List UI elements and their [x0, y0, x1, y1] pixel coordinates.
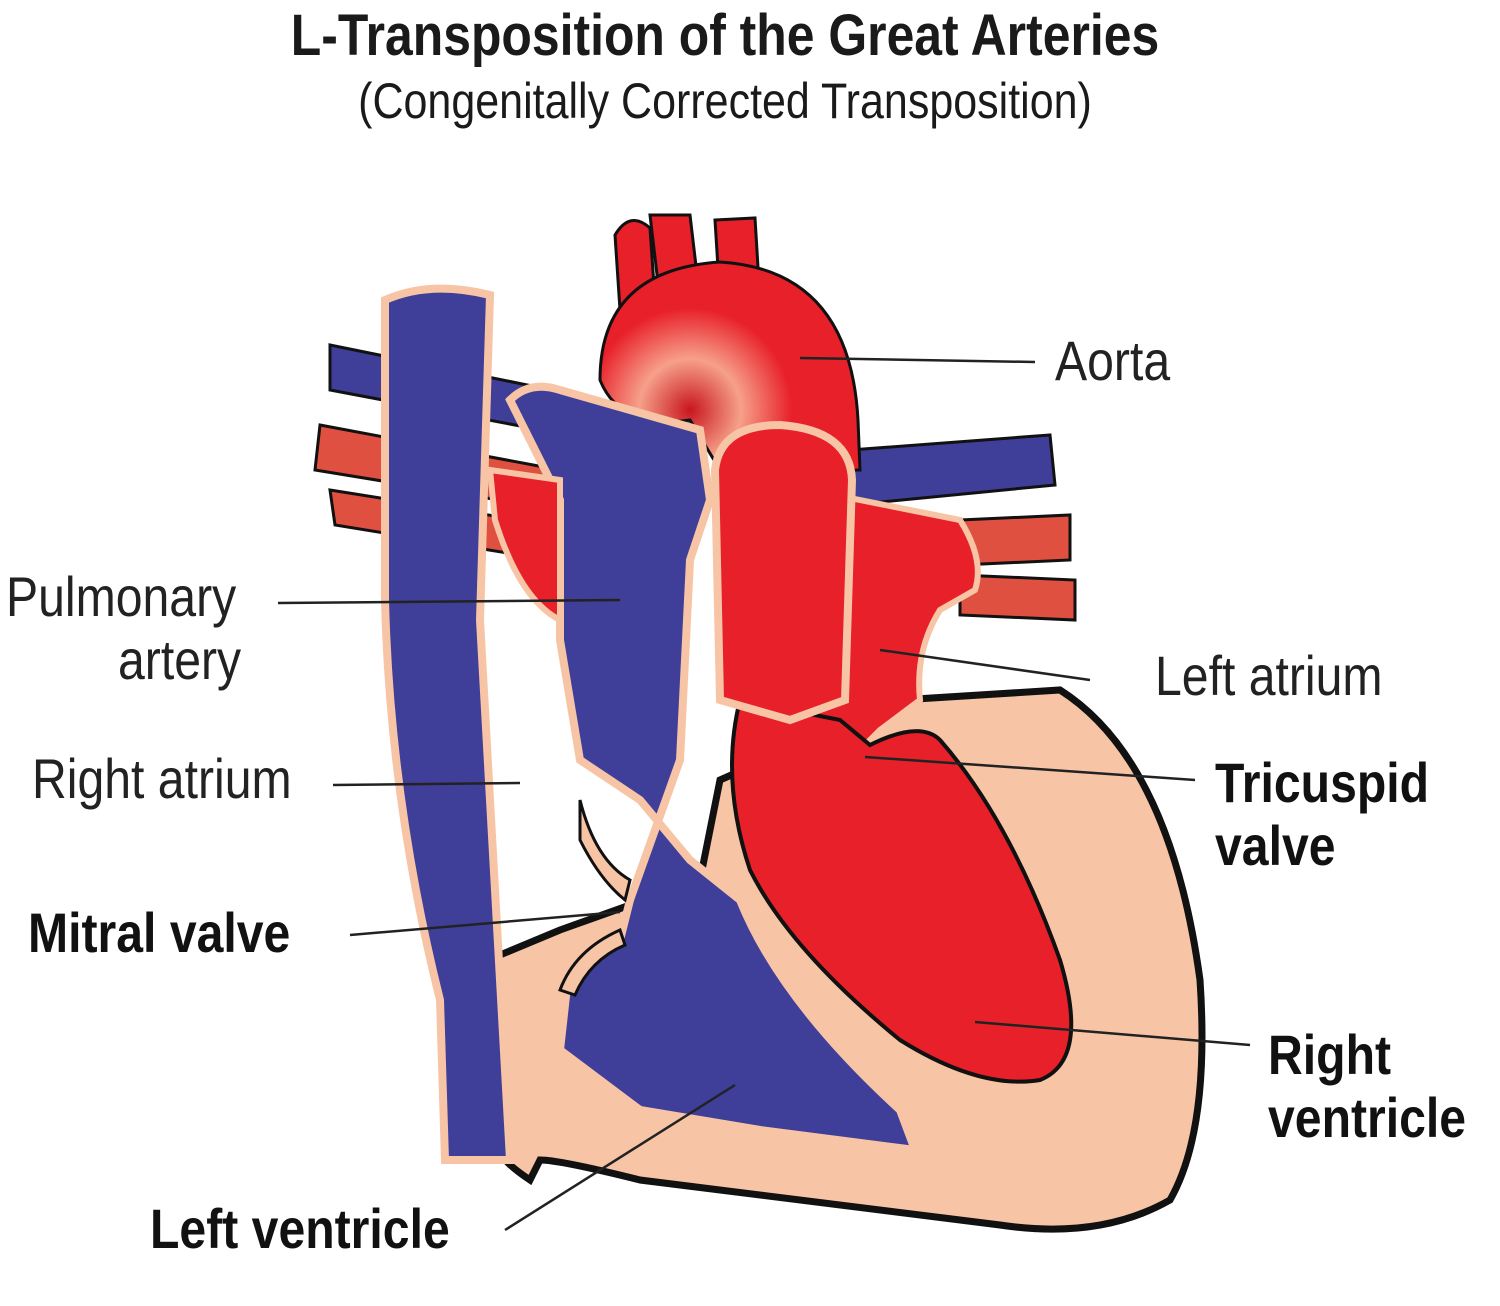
label-aorta: Aorta: [1055, 329, 1171, 392]
right-ventricle-region: [730, 697, 1074, 1084]
label-tricuspid-2: valve: [1215, 814, 1336, 877]
label-right-atrium: Right atrium: [32, 747, 292, 810]
vena-cava: [381, 284, 515, 1164]
label-tricuspid-1: Tricuspid: [1215, 751, 1430, 814]
leader-lines: [277, 356, 1251, 1232]
label-pulmonary-2: artery: [118, 628, 242, 691]
label-right-ventricle-1: Right: [1268, 1023, 1392, 1086]
label-pulmonary-1: Pulmonary: [6, 565, 237, 628]
label-left-atrium: Left atrium: [1155, 644, 1383, 707]
pulmonary-vein-entry: [486, 466, 563, 625]
subtitle: (Congenitally Corrected Transposition): [358, 73, 1092, 129]
label-right-ventricle-2: ventricle: [1268, 1086, 1467, 1149]
ascending-aorta-tube: [710, 420, 857, 725]
label-left-ventricle: Left ventricle: [150, 1197, 450, 1260]
label-mitral: Mitral valve: [28, 901, 291, 964]
mitral-valve-icon: [558, 799, 632, 997]
pulmonary-trunk: [505, 382, 922, 1155]
title: L-Transposition of the Great Arteries: [290, 3, 1160, 68]
